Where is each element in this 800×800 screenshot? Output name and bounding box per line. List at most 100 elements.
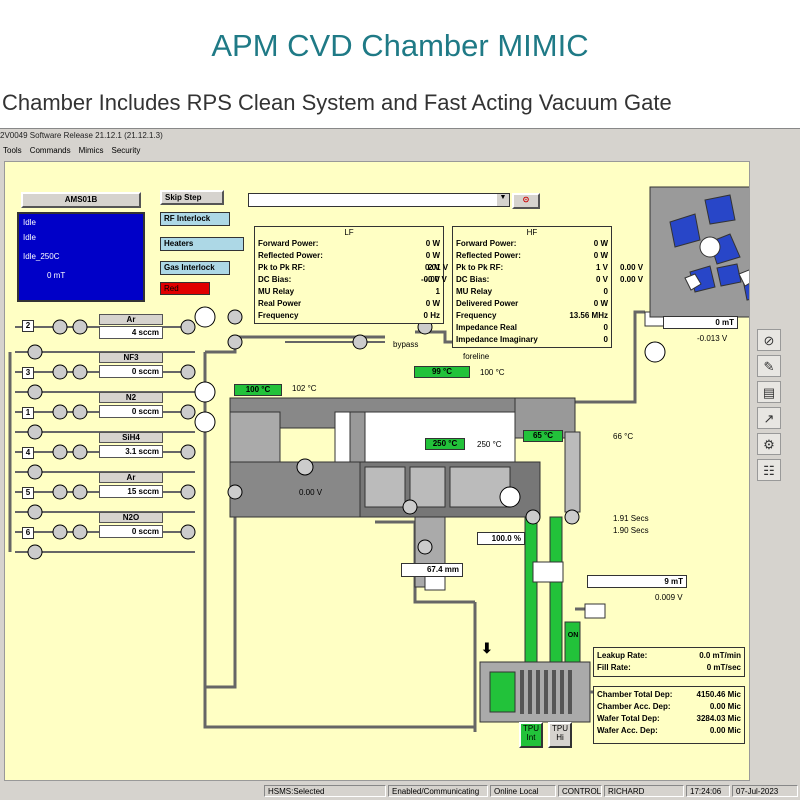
window-title: 2V0049 Software Release 21.12.1 (21.12.1… [0, 131, 163, 140]
hf-label: Delivered Power [456, 299, 519, 308]
lf-value: -0 V [425, 275, 440, 284]
tpu-hi-line1: TPU [552, 724, 568, 733]
gas-flow[interactable]: 3.1 sccm [99, 445, 163, 458]
gas-number: 2 [22, 320, 34, 332]
lf-label: DC Bias: [258, 275, 292, 284]
chart-icon[interactable]: ↗ [757, 407, 781, 429]
gas-flow[interactable]: 15 sccm [99, 485, 163, 498]
status-control: CONTROL [558, 785, 602, 797]
dep-value: 0.00 Mic [709, 702, 741, 711]
wall-temp: 102 °C [292, 384, 317, 393]
wall-temp-setpoint[interactable]: 100 °C [234, 384, 282, 396]
low-voltage: 0.009 V [655, 593, 683, 602]
load-icon: ⊙ [522, 195, 530, 204]
tpu-hi-button[interactable]: TPU Hi [548, 722, 572, 748]
lf-label: MU Relay [258, 287, 295, 296]
status-line-2: Idle [23, 233, 36, 242]
leak-label: Leakup Rate: [597, 651, 648, 660]
tpu-int-line1: TPU [523, 724, 539, 733]
skip-step-button[interactable]: Skip Step [160, 190, 224, 205]
gas-flow[interactable]: 4 sccm [99, 326, 163, 339]
hf-row: DC Bias:0 V [456, 275, 608, 286]
chamber-name-button[interactable]: AMS01B [21, 192, 141, 208]
leak-value: 0.0 mT/min [699, 651, 741, 660]
tpu-int-button[interactable]: TPU Int [519, 722, 543, 748]
stop-icon[interactable]: ⊘ [757, 329, 781, 351]
gas-number: 1 [22, 407, 34, 419]
hf-label: Impedance Imaginary [456, 335, 538, 344]
hf-panel: HF Forward Power:0 W Reflected Power: 0 W… [452, 226, 612, 348]
recipe-dropdown[interactable]: ▼ [248, 193, 510, 207]
low-pressure-field: 9 mT [587, 575, 687, 588]
gas-name: Ar [99, 314, 163, 325]
menu-bar: Tools Commands Mimics Security [0, 146, 800, 159]
gas-flow[interactable]: 0 sccm [99, 525, 163, 538]
lf-dc-bias-extra: -0.00 V [421, 275, 447, 284]
document-icon[interactable]: ▤ [757, 381, 781, 403]
lf-label: Frequency [258, 311, 299, 320]
gas-number: 4 [22, 447, 34, 459]
lf-value: 0 Hz [423, 311, 440, 320]
gas-name: NF3 [99, 352, 163, 363]
hf-label: Impedance Real [456, 323, 517, 332]
menu-commands[interactable]: Commands [29, 146, 71, 155]
gas-number: 6 [22, 527, 34, 539]
dep-label: Wafer Acc. Dep: [597, 726, 658, 735]
lf-label: Reflected Power: [258, 251, 323, 260]
status-comm: Enabled/Communicating [388, 785, 488, 797]
gear-icon[interactable]: ⚙ [757, 433, 781, 455]
hf-dc-bias-extra: 0.00 V [620, 275, 644, 284]
down-arrow-icon: ⬇ [481, 640, 493, 656]
lf-panel: LF Forward Power:0 W Reflected Power:0 W… [254, 226, 444, 324]
status-bar: HSMS:Selected Enabled/Communicating Onli… [0, 783, 800, 799]
slide-subtitle: Chamber Includes RPS Clean System and Fa… [2, 90, 672, 115]
hf-value: 13.56 MHz [569, 311, 608, 320]
status-line-3: Idle_250C [23, 252, 60, 261]
gas-flow[interactable]: 0 sccm [99, 365, 163, 378]
lf-label: Real Power [258, 299, 302, 308]
hf-label: Pk to Pk RF: [456, 263, 504, 272]
hf-title: HF [526, 228, 538, 237]
lid-temp-setpoint[interactable]: 99 °C [414, 366, 470, 378]
lf-value: 2 V [427, 263, 440, 272]
lf-value: 0 W [425, 251, 440, 260]
gate-temp-setpoint[interactable]: 65 °C [523, 430, 563, 442]
lf-value: 1 [435, 287, 440, 296]
hf-label: Forward Power: [456, 239, 517, 248]
hf-value: 0 [603, 287, 608, 296]
menu-mimics[interactable]: Mimics [78, 146, 104, 155]
tpu-int-line2: Int [526, 733, 536, 742]
red-indicator: Red [160, 282, 210, 295]
status-online: Online Local [490, 785, 556, 797]
heaters-indicator: Heaters [160, 237, 244, 251]
lf-label: Forward Power: [258, 239, 319, 248]
leak-value: 0 mT/sec [706, 663, 741, 672]
lf-row: MU Relay 1 [258, 287, 440, 298]
hf-label: Frequency [456, 311, 497, 320]
hf-label: Reflected Power: [456, 251, 521, 260]
menu-security[interactable]: Security [111, 146, 141, 155]
dep-label: Chamber Acc. Dep: [597, 702, 671, 711]
gas-flow[interactable]: 0 sccm [99, 405, 163, 418]
menu-tools[interactable]: Tools [3, 146, 22, 155]
hf-row: Forward Power:0 W [456, 239, 608, 250]
lf-pk-to-pk-extra: 0.01 V [425, 263, 449, 272]
recipe-load-button[interactable]: ⊙ [512, 193, 540, 209]
edit-icon[interactable]: ✎ [757, 355, 781, 377]
chevron-down-icon[interactable]: ▼ [497, 194, 509, 206]
settings-list-icon[interactable]: ☷ [757, 459, 781, 481]
heater-temp-setpoint[interactable]: 250 °C [425, 438, 465, 450]
gas-name: N2O [99, 512, 163, 523]
hf-row: Reflected Power: 0 W [456, 251, 608, 262]
time-2: 1.90 Secs [613, 526, 649, 535]
status-line-1: Idle [23, 218, 36, 227]
top-voltage: -0.013 V [697, 334, 728, 343]
lf-row: DC Bias: -0 V [258, 275, 440, 286]
hf-value: 1 V [595, 263, 608, 272]
right-toolbar: ⊘ ✎ ▤ ↗ ⚙ ☷ [754, 329, 784, 489]
gas-number: 5 [22, 487, 34, 499]
hf-value: 0 W [593, 251, 608, 260]
hf-value: 0 [603, 323, 608, 332]
